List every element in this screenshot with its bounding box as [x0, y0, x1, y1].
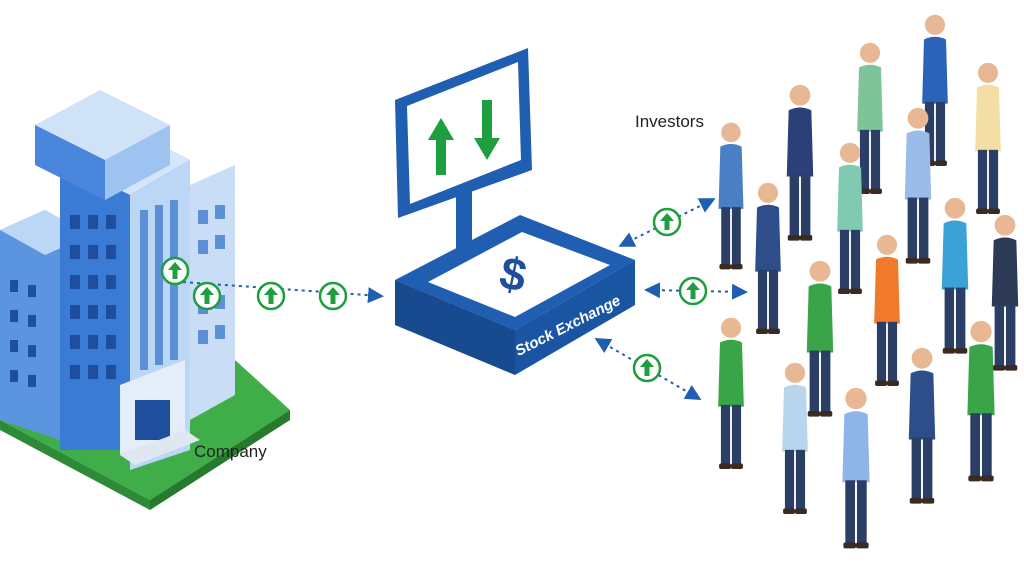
up-arrow-circle-icon	[160, 256, 190, 286]
up-arrow-circle-icon	[318, 281, 348, 311]
investor-figure	[975, 62, 1001, 214]
investor-figure	[782, 362, 808, 514]
investor-figure	[837, 142, 863, 294]
up-arrow-circle-icon	[256, 281, 286, 311]
investor-figure	[941, 197, 969, 354]
company-to-exchange-flow	[160, 256, 384, 311]
company-label: Company	[194, 442, 267, 461]
investor-figure	[967, 320, 995, 482]
investor-figure	[874, 234, 900, 386]
green-up-arrow-icon	[428, 118, 454, 175]
up-arrow-circle-icon	[192, 281, 222, 311]
investor-figure	[991, 214, 1019, 371]
green-down-arrow-icon	[474, 100, 500, 160]
exchange-to-investors-flow	[594, 198, 748, 401]
investor-figure	[786, 84, 814, 241]
investor-figure	[842, 387, 870, 549]
stock-exchange-platform: $ Stock Exchange	[395, 48, 635, 375]
investor-figure	[718, 122, 744, 270]
investor-figure	[806, 260, 834, 417]
investor-figure	[718, 317, 744, 469]
investor-figure	[908, 347, 936, 504]
investor-figure	[755, 182, 781, 334]
up-arrow-circle-icon	[632, 353, 662, 383]
investors-label: Investors	[635, 112, 704, 131]
up-arrow-circle-icon	[678, 276, 708, 306]
investors-crowd	[718, 14, 1019, 549]
company-building	[0, 90, 290, 510]
up-arrow-circle-icon	[652, 207, 682, 237]
ticker-board	[395, 48, 532, 218]
